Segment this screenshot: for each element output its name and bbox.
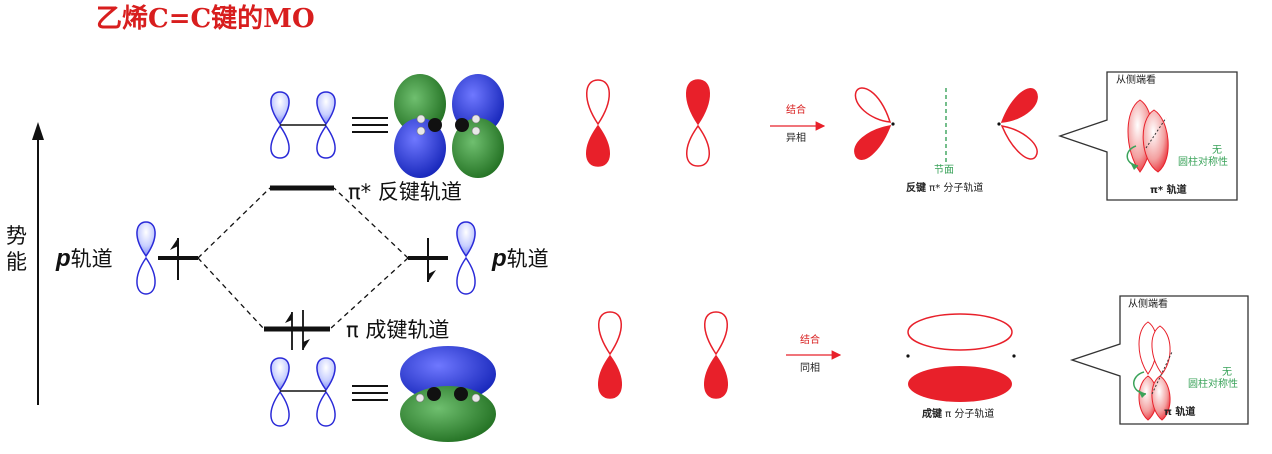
upper-antibonding-lobes: [854, 87, 1038, 160]
lower-side-view-header: 从侧端看: [1128, 299, 1168, 310]
upper-side-view-header: 从侧端看: [1116, 75, 1156, 86]
lower-mo-caption-bold: 成键: [922, 409, 942, 420]
left-atomic-level: [158, 238, 198, 280]
upper-mo-caption-rest: π* 分子轨道: [926, 183, 984, 194]
lower-arrow-label-phase: 同相: [800, 363, 820, 374]
upper-side-view-note-2: 圆柱对称性: [1178, 157, 1228, 168]
upper-arrow-label-phase: 异相: [786, 133, 806, 144]
bonding-orbital-label: π 成键轨道: [346, 318, 450, 342]
antibonding-mo-render: [394, 74, 504, 178]
energy-axis-arrow: [32, 122, 44, 405]
correlation-lines: [197, 187, 409, 330]
left-p-letter: p: [56, 245, 71, 272]
right-p-orbital: [456, 221, 476, 295]
lower-side-view-caption: π 轨道: [1164, 407, 1196, 418]
upper-mo-caption: 反键 π* 分子轨道: [906, 184, 983, 194]
antibonding-p-pair: [270, 91, 336, 159]
lower-p-orbital-2: [704, 311, 728, 399]
upper-mo-caption-bold: 反键: [906, 183, 926, 194]
antibonding-orbital-label: π* 反键轨道: [348, 180, 462, 204]
energy-axis-label-top: 势: [6, 224, 27, 248]
lower-side-view-note-1: 无: [1222, 367, 1232, 378]
lower-side-view-note-2: 圆柱对称性: [1188, 379, 1238, 390]
bonding-mo-render: [400, 346, 496, 442]
lower-bonding-lobes: [906, 313, 1016, 402]
right-orbital-word: 轨道: [506, 247, 549, 271]
upper-p-orbital-2: [686, 79, 710, 167]
bonding-level: [264, 310, 330, 350]
lower-arrow-label-combine: 结合: [800, 335, 820, 346]
energy-axis-label-bottom: 能: [6, 250, 27, 274]
bonding-p-pair: [270, 357, 336, 427]
upper-side-view-caption: π* 轨道: [1150, 185, 1187, 196]
lower-side-view-callout: [1069, 295, 1249, 425]
upper-p-orbital-1: [586, 79, 610, 167]
right-p-label: p轨道: [492, 247, 549, 271]
lower-mo-caption-rest: π 分子轨道: [942, 409, 995, 420]
upper-arrow-label-combine: 结合: [786, 105, 806, 116]
lower-p-orbital-1: [598, 311, 622, 399]
left-p-orbital: [136, 221, 156, 295]
nodal-plane-label: 节面: [934, 165, 954, 176]
left-orbital-word: 轨道: [70, 247, 113, 271]
page-title: 乙烯C=C键的MO: [96, 4, 315, 34]
upper-side-view-callout: [1057, 71, 1238, 201]
equivalence-sign-lower: [352, 385, 388, 401]
lower-mo-caption: 成键 π 分子轨道: [922, 410, 994, 420]
right-p-letter: p: [492, 245, 507, 272]
upper-side-view-note-1: 无: [1212, 145, 1222, 156]
right-atomic-level: [408, 238, 448, 282]
equivalence-sign-upper: [352, 117, 388, 133]
left-p-label: p轨道: [56, 247, 113, 271]
